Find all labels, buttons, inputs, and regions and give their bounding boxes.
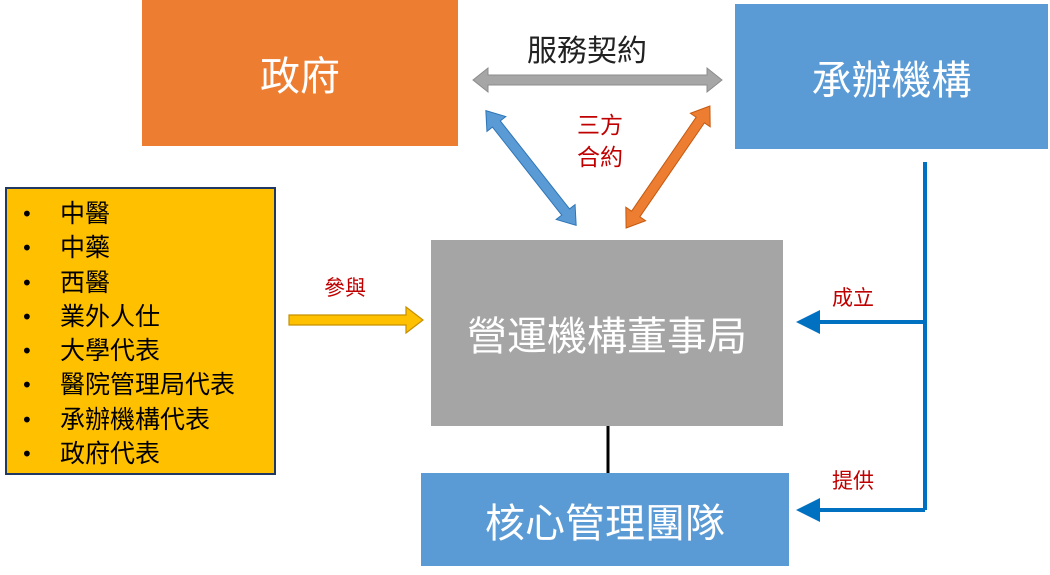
list-item: •中醫 xyxy=(21,199,111,228)
service-contract-label: 服務契約 xyxy=(527,34,647,69)
contractor-label: 承辦機構 xyxy=(811,57,972,104)
board-members-box: •中醫 •中藥 •西醫 •業外人仕 •大學代表 •醫院管理局代表 •承辦機構代表… xyxy=(5,187,276,475)
list-item: •業外人仕 xyxy=(21,301,161,331)
board-label: 營運機構董事局 xyxy=(467,314,747,360)
list-item: •中藥 xyxy=(21,233,111,263)
provide-label: 提供 xyxy=(832,469,874,493)
list-item: •承辦機構代表 xyxy=(21,404,211,434)
participate-arrow xyxy=(288,305,424,335)
board-box: 營運機構董事局 xyxy=(431,240,783,426)
establish-provide-connector xyxy=(796,162,927,522)
service-contract-arrow xyxy=(472,66,723,94)
participate-label: 參與 xyxy=(324,276,366,300)
tripartite-label-line1: 三方 xyxy=(577,113,623,139)
tripartite-arrow-left xyxy=(485,109,577,227)
list-item: •西醫 xyxy=(21,267,111,297)
list-item: •大學代表 xyxy=(21,336,161,366)
members-list: •中醫 •中藥 •西醫 •業外人仕 •大學代表 •醫院管理局代表 •承辦機構代表… xyxy=(15,197,274,471)
tripartite-contract-label: 三方 合約 xyxy=(565,110,635,174)
government-label: 政府 xyxy=(260,54,340,100)
tripartite-arrow-right xyxy=(625,105,711,229)
core-team-label: 核心管理團隊 xyxy=(485,500,725,547)
tripartite-label-line2: 合約 xyxy=(577,145,623,171)
contractor-box: 承辦機構 xyxy=(735,4,1048,149)
government-box: 政府 xyxy=(142,0,458,146)
establish-label: 成立 xyxy=(832,286,874,310)
core-team-box: 核心管理團隊 xyxy=(421,473,789,566)
list-item: •醫院管理局代表 xyxy=(21,370,236,400)
list-item: •政府代表 xyxy=(21,439,161,469)
